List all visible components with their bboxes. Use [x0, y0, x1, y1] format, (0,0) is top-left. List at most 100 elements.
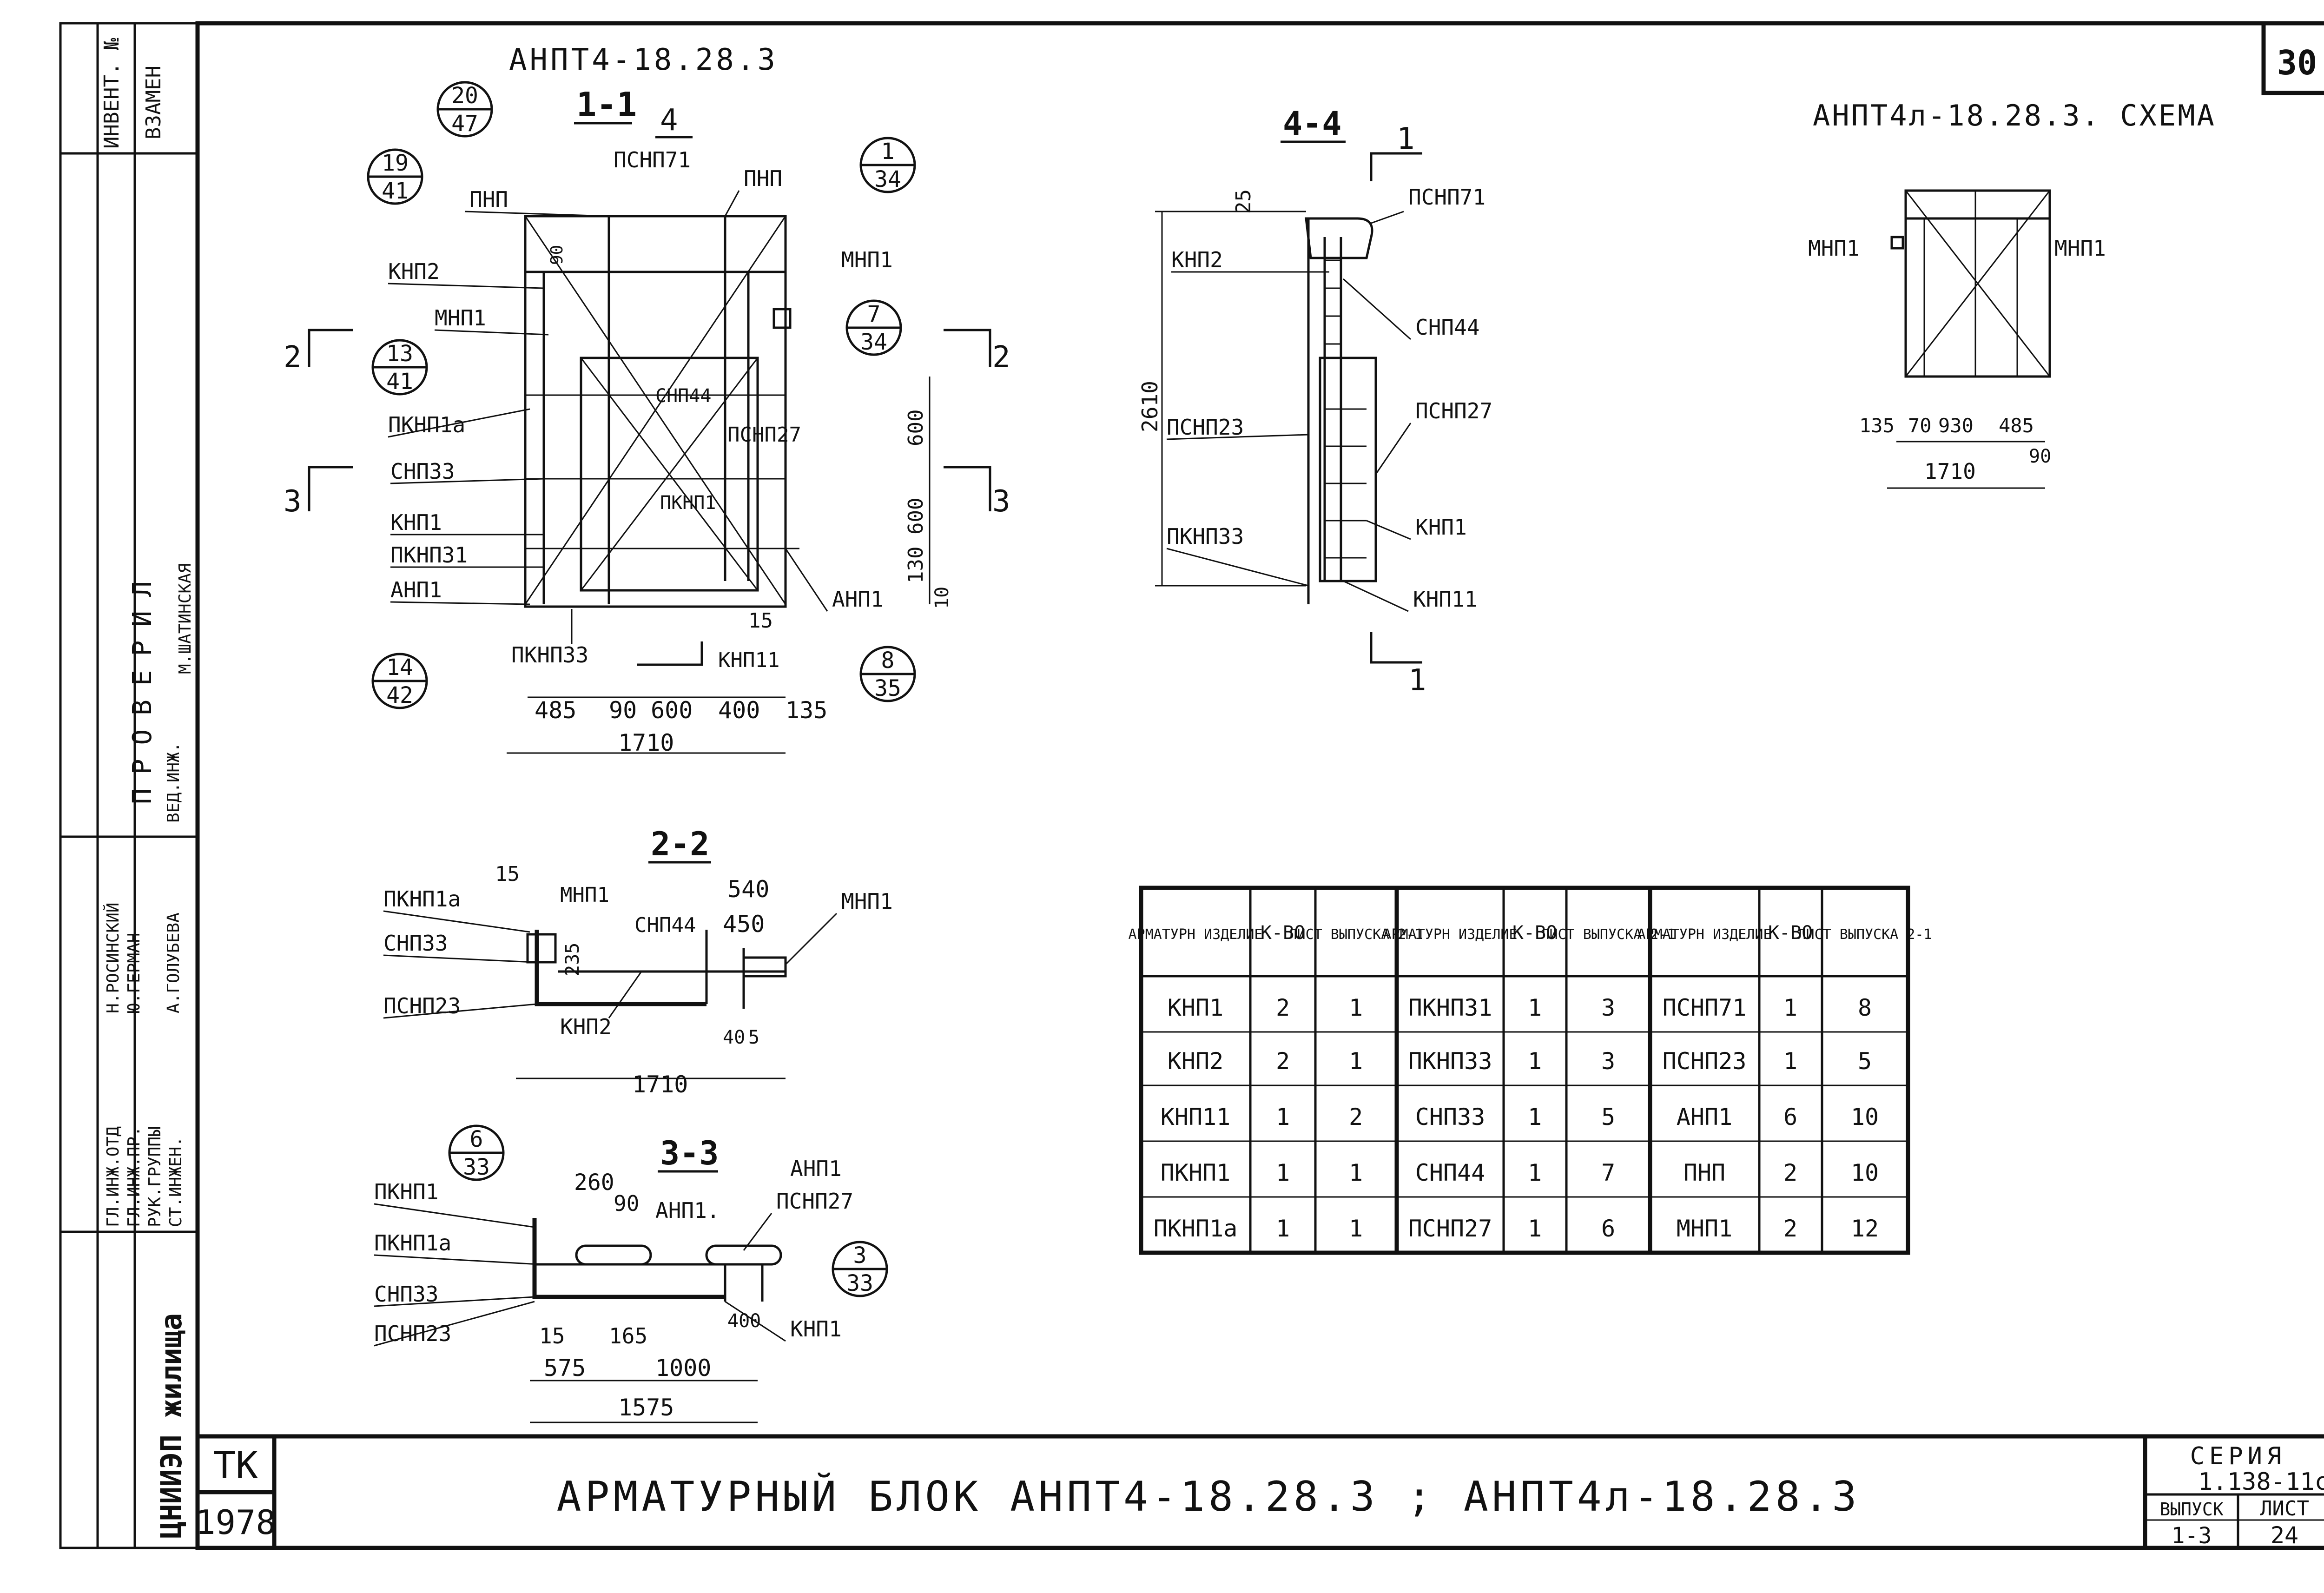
view-33-label-pknp1: ПКНП1	[374, 1179, 438, 1204]
stamp-role-2: ГЛ.ИНЖ.ПР.	[125, 1126, 144, 1227]
view-22-dim-15: 15	[495, 862, 520, 886]
table-cell: СНП33	[1415, 1104, 1486, 1130]
label-snp33: СНП33	[390, 459, 455, 484]
table-cell: ПНП	[1684, 1159, 1725, 1186]
view-22-title: 2-2	[651, 825, 709, 863]
dim-right-130: 130	[904, 547, 928, 583]
table-cell: 1	[1276, 1159, 1290, 1186]
view-44-title: 4-4	[1283, 105, 1341, 143]
label-pnp-1: ПНП	[469, 187, 508, 212]
view-22-dim-450: 450	[723, 911, 765, 938]
view-33-label-knp1: КНП1	[790, 1316, 842, 1342]
stamp-name-1: Н.РОСИНСКИЙ	[103, 903, 123, 1013]
view-3-3: 3-3 6 33 3 33 260 90 15 165 400 575 1000…	[374, 1124, 888, 1423]
table-header-3: ЛИСТ ВЫПУСКА 2-1	[1289, 926, 1423, 943]
table-cell: ПКНП33	[1408, 1048, 1492, 1075]
bubble-1-top: 20	[451, 83, 478, 109]
label-knp1: КНП1	[390, 510, 442, 535]
issue-value: 1-3	[2172, 1523, 2212, 1549]
scheme-dim-90: 90	[2029, 446, 2051, 467]
view-33-bubble-1-top: 6	[470, 1126, 483, 1152]
table-header-5: К-ВО	[1512, 922, 1557, 944]
view-22-dim-235: 235	[562, 943, 583, 976]
issue-label: ВЫПУСК	[2159, 1499, 2223, 1520]
view-33-dim-165: 165	[609, 1323, 647, 1348]
view-44-dim-height: 2610	[1137, 381, 1162, 432]
table-cell: 1	[1783, 1048, 1797, 1075]
view-44-label-knp11: КНП11	[1413, 587, 1477, 612]
table-cell: 1	[1528, 1048, 1542, 1075]
table-cell: 1	[1783, 994, 1797, 1021]
table-cell: 1	[1349, 1048, 1363, 1075]
tk-label: ТК	[213, 1444, 258, 1487]
view-33-label-anp1-dot: АНП1.	[655, 1198, 720, 1223]
view-33-label-psnp27: ПСНП27	[776, 1189, 853, 1214]
bubble-7-bottom: 35	[874, 675, 901, 701]
dim-90: 90	[609, 697, 637, 724]
org-name: ЦНИИЭП жилища	[154, 1313, 188, 1539]
table-cell: ПСНП23	[1663, 1048, 1747, 1075]
view-22-label-knp2: КНП2	[560, 1014, 612, 1039]
table-cell: ПКНП31	[1408, 994, 1492, 1021]
table-cell: ПКНП1а	[1154, 1215, 1238, 1242]
label-knp11: КНП11	[718, 648, 779, 672]
view-2-2: 2-2 15 540 450 235 40 5 1710 ПКНП1а МНП1…	[383, 825, 893, 1098]
dim-135: 135	[786, 697, 827, 724]
view-22-label-mnp1-b: МНП1	[841, 889, 893, 914]
dim-top-90: 90	[548, 245, 567, 265]
table-cell: 1	[1528, 1104, 1542, 1130]
table-cell: ПСНП27	[1408, 1215, 1492, 1242]
view-44-cut-bottom: 1	[1408, 663, 1426, 698]
bubble-5-top: 7	[867, 301, 881, 327]
table-cell: 6	[1783, 1104, 1797, 1130]
dim-right-600-a: 600	[904, 410, 928, 446]
stamp-name-2: Ю.ГЕРМАН	[125, 933, 144, 1013]
table-header-4: АРМАТУРН ИЗДЕЛИЕ	[1383, 926, 1518, 943]
scheme-dim-135: 135	[1859, 414, 1895, 437]
view-33-dim-575: 575	[544, 1355, 586, 1381]
view-main-section: 1-1	[576, 85, 637, 124]
view-44-dim-top: 25	[1232, 189, 1255, 214]
series-label: СЕРИЯ	[2190, 1442, 2286, 1470]
view-33-dim-15: 15	[539, 1323, 565, 1348]
table-cell: 6	[1601, 1215, 1615, 1242]
label-snp44: СНП44	[655, 385, 711, 407]
table-cell: 2	[1349, 1104, 1363, 1130]
table-cell: 1	[1528, 1215, 1542, 1242]
label-pknp33: ПКНП33	[511, 642, 588, 668]
view-44-cut-top: 1	[1397, 122, 1415, 156]
table-cell: 2	[1276, 994, 1290, 1021]
stamp-role-1: ГЛ.ИНЖ.ОТД	[104, 1126, 123, 1227]
view-44-label-psnp27: ПСНП27	[1415, 398, 1492, 423]
section-mark-2-right: 2	[992, 340, 1010, 375]
scheme-title: АНПТ4л-18.28.3. СХЕМА	[1813, 99, 2216, 132]
table-header-7: АРМАТУРН ИЗДЕЛИЕ	[1637, 926, 1772, 943]
main-title: АРМАТУРНЫЙ БЛОК АНПТ4-18.28.3 ; АНПТ4л-1…	[556, 1473, 1860, 1520]
sheet-label: ЛИСТ	[2260, 1497, 2309, 1520]
view-22-label-mnp1-a: МНП1	[560, 883, 609, 907]
table-cell: 7	[1601, 1159, 1615, 1186]
side-stamp: ИНВЕНТ. № ВЗАМЕН ПРОВЕРИЛ ГЛ.ИНЖ.ОТД ГЛ.…	[59, 22, 199, 1549]
table-cell: 2	[1783, 1215, 1797, 1242]
bubble-6-bottom: 42	[386, 682, 413, 708]
label-anp1-a: АНП1	[390, 577, 442, 602]
table-cell: 3	[1601, 994, 1615, 1021]
view-22-dim-5: 5	[748, 1027, 759, 1048]
stamp-zamen: ВЗАМЕН	[142, 66, 165, 139]
table-cell: 2	[1276, 1048, 1290, 1075]
label-mnp1-b: МНП1	[841, 247, 893, 272]
sheet-value: 24	[2271, 1522, 2298, 1549]
bubble-2-top: 19	[382, 150, 409, 176]
stamp-ved: ВЕД.ИНЖ.	[164, 742, 183, 823]
scheme-dim-485: 485	[1999, 414, 2034, 437]
label-mnp1-a: МНП1	[435, 305, 486, 330]
stamp-role-3: РУК.ГРУППЫ	[145, 1126, 165, 1227]
series-value: 1.138-11с	[2198, 1468, 2324, 1496]
table-cell: 10	[1851, 1104, 1879, 1130]
view-33-bubble-1-bottom: 33	[463, 1154, 490, 1180]
table-cell: 8	[1858, 994, 1872, 1021]
table-cell: 1	[1349, 1159, 1363, 1186]
table-cell: СНП44	[1415, 1159, 1486, 1186]
